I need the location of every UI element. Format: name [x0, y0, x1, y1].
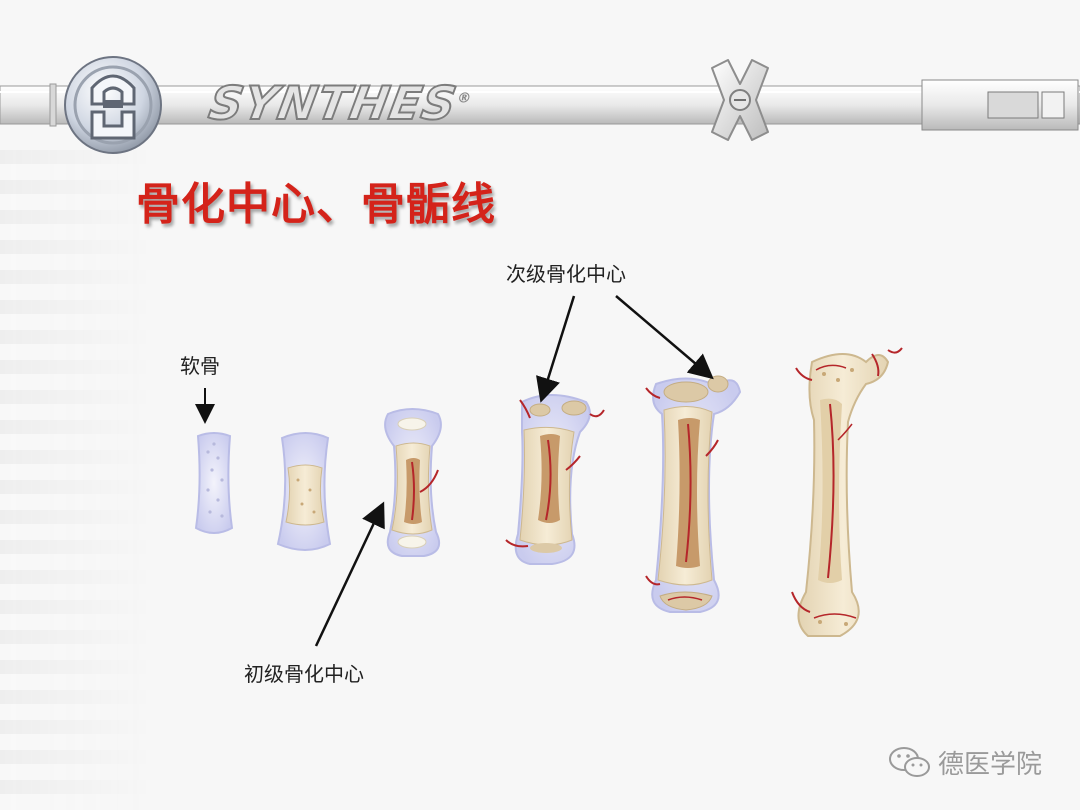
bone-stage-4-secondary-center	[505, 394, 605, 565]
header-banner: SYNTHES®	[0, 0, 1080, 160]
header-graphics	[0, 56, 1080, 154]
label-primary-center: 初级骨化中心	[244, 662, 364, 686]
bone-stage-5-growing	[645, 375, 742, 613]
decorative-stripes	[0, 150, 150, 810]
arrow-secondary-center-1	[536, 295, 576, 403]
bone-stage-1-cartilage	[194, 432, 234, 534]
logo-emblem-icon	[64, 56, 162, 154]
arrow-primary-center	[314, 501, 385, 647]
label-secondary-center: 次级骨化中心	[506, 262, 626, 286]
bone-stage-6-mature	[791, 347, 903, 637]
bone-stage-3-primary-center	[384, 408, 442, 557]
arrow-secondary-center-2	[615, 295, 714, 380]
cross-emblem-icon	[711, 59, 769, 141]
watermark: 德医学院	[888, 742, 1042, 782]
wechat-icon	[889, 747, 930, 777]
watermark-text: 德医学院	[938, 749, 1043, 780]
label-cartilage: 软骨	[180, 354, 220, 378]
page-title: 骨化中心、骨骺线	[136, 179, 496, 230]
bone-stage-2-collar	[276, 432, 332, 551]
